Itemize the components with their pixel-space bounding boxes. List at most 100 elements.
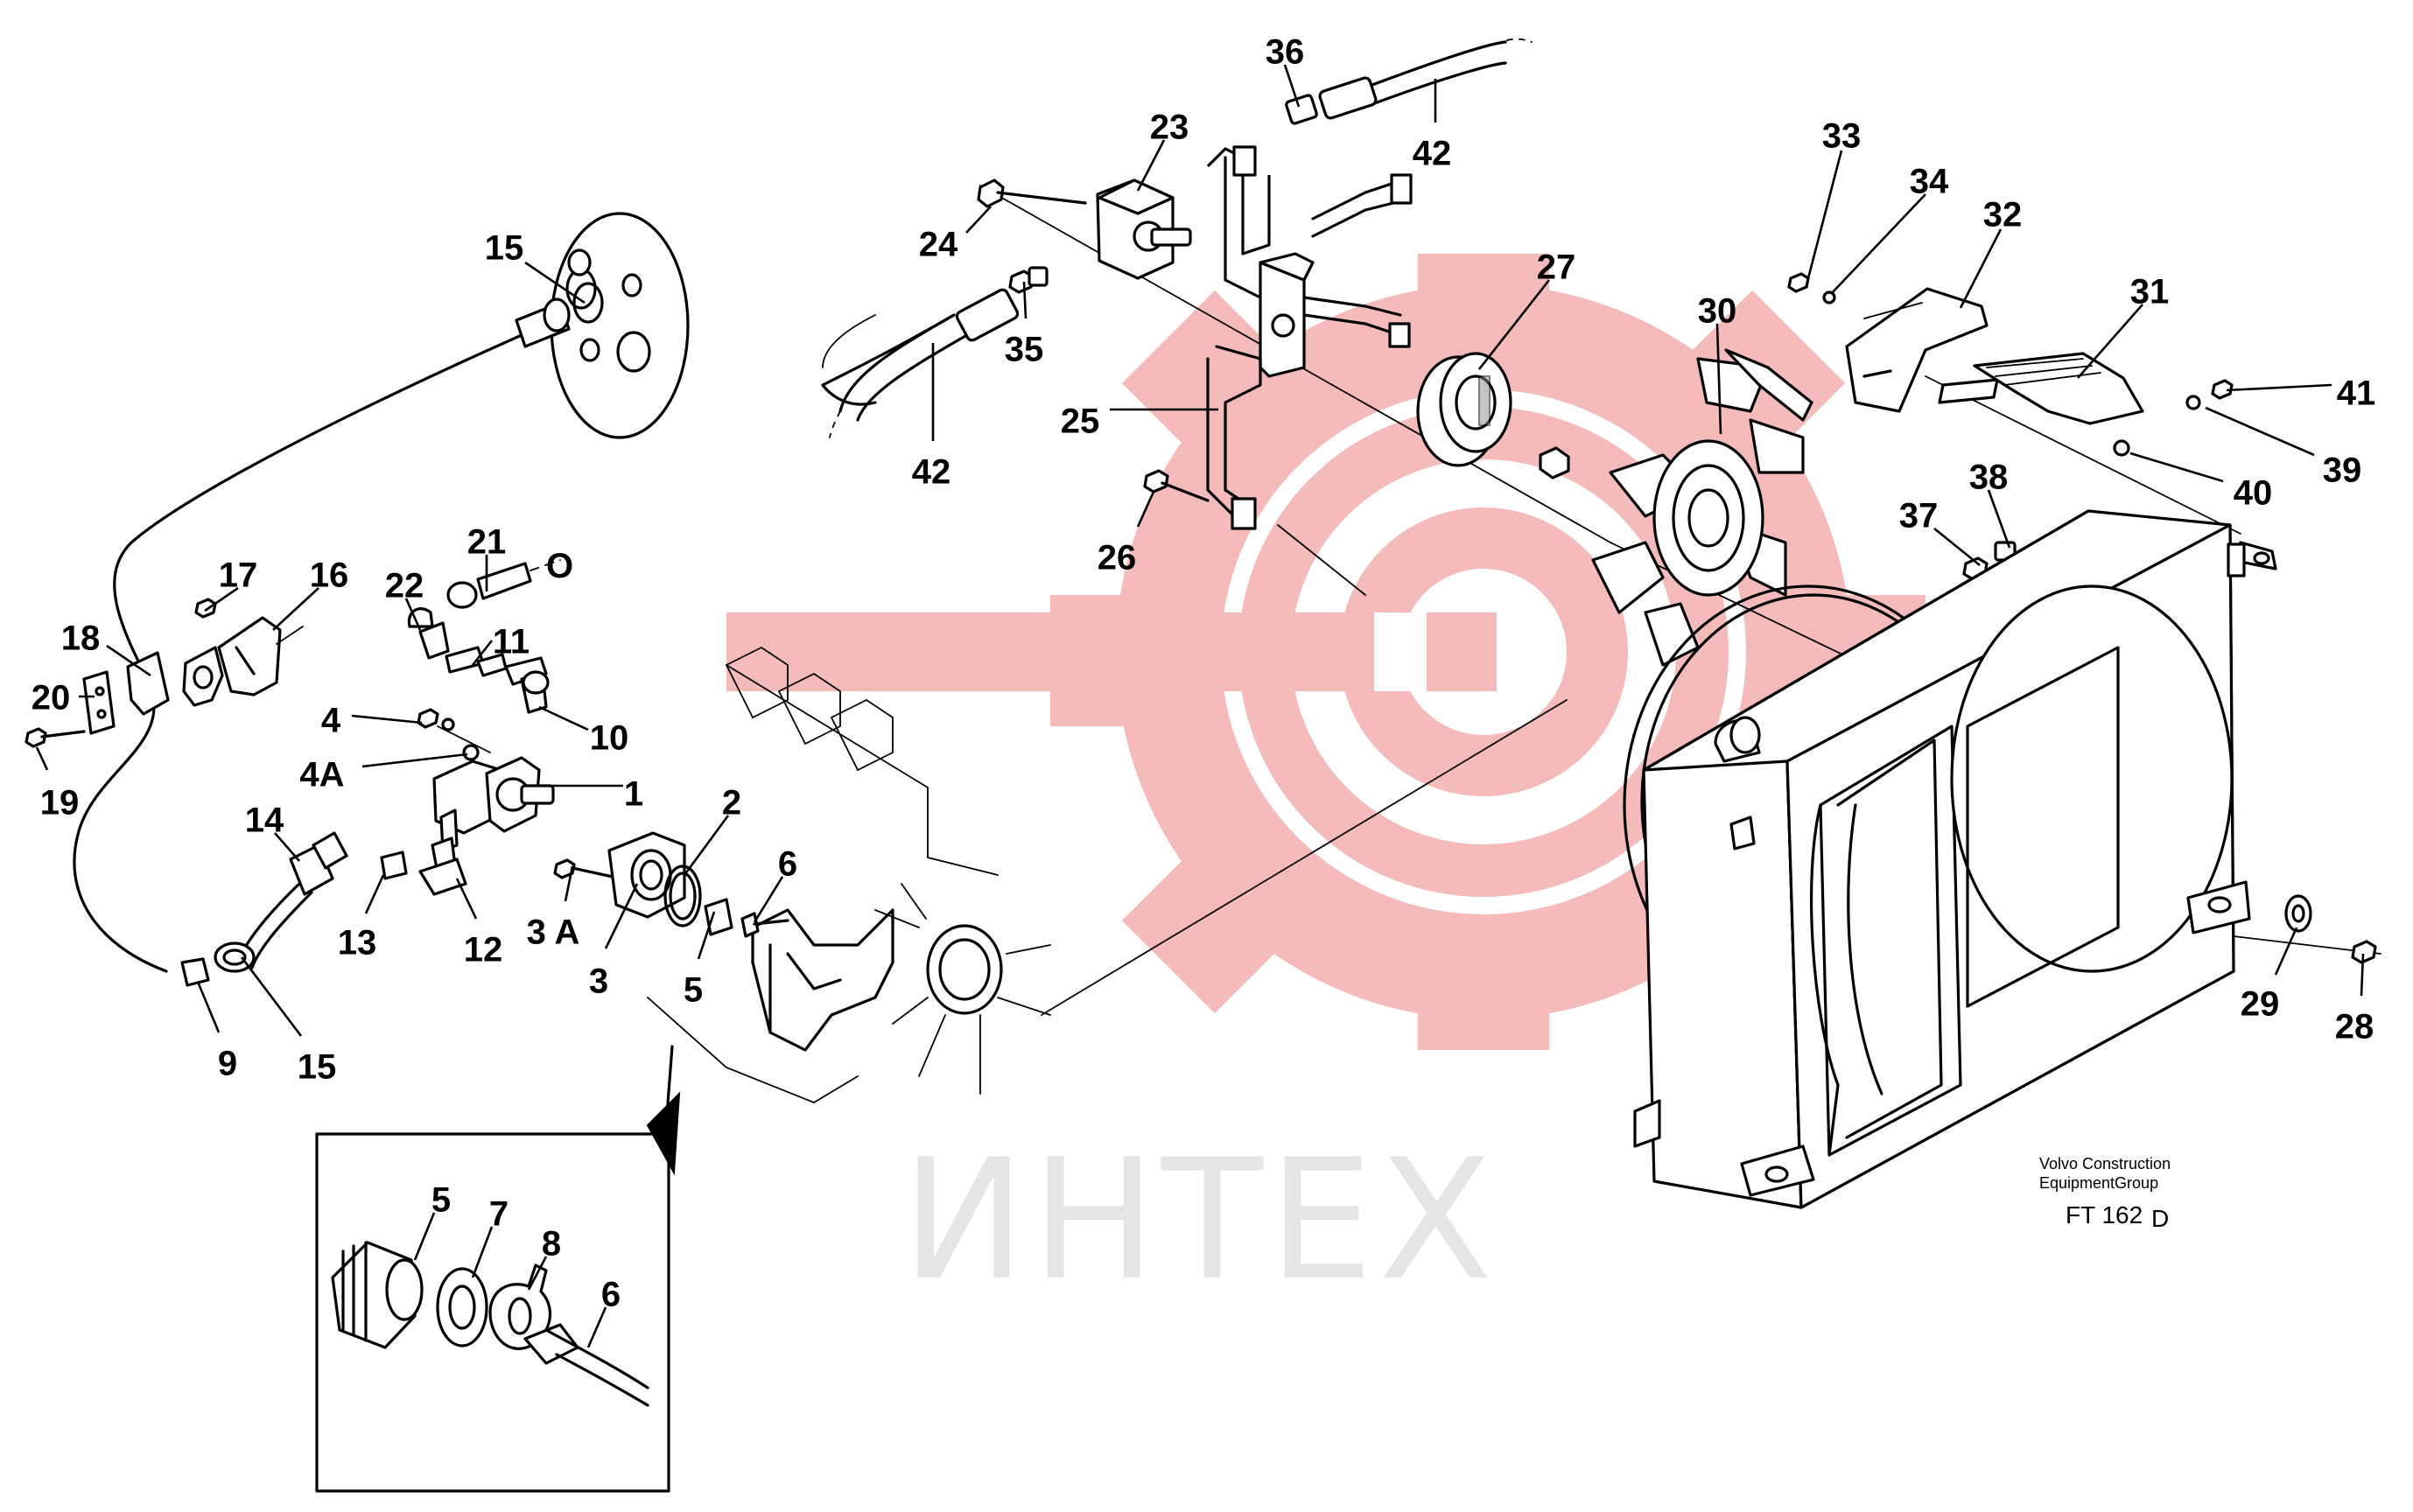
callout-c24: 24 xyxy=(919,226,958,264)
callout-c16: 16 xyxy=(310,556,349,595)
callout-c31: 31 xyxy=(2130,273,2170,312)
leader-line-c3a xyxy=(564,865,574,902)
leader-line-c7 xyxy=(471,1226,494,1278)
engine-outline xyxy=(647,646,1051,1104)
hydraulic-motor-assembly xyxy=(977,145,1413,530)
callout-c4: 4 xyxy=(321,702,341,740)
publisher-line-2: EquipmentGroup xyxy=(2039,1174,2158,1192)
leader-line-c37 xyxy=(1933,527,1981,567)
fan-hub-assembly xyxy=(1416,348,1813,667)
callout-c5b: 5 xyxy=(431,1181,451,1220)
callout-c36: 36 xyxy=(1266,33,1305,72)
figure-suffix: D xyxy=(2151,1205,2169,1232)
leader-line-c28 xyxy=(2360,953,2365,997)
leader-line-c2 xyxy=(683,815,730,876)
leader-line-c29 xyxy=(2274,927,2298,976)
leader-line-c11 xyxy=(471,640,494,666)
leader-line-c8 xyxy=(527,1256,548,1291)
leader-line-c32 xyxy=(1959,228,2003,309)
callout-c4a: 4A xyxy=(299,756,344,794)
leader-line-c18 xyxy=(106,644,151,677)
callout-c22: 22 xyxy=(385,567,424,606)
leader-line-c5a xyxy=(697,911,716,960)
callout-c40: 40 xyxy=(2234,474,2273,513)
left-fittings xyxy=(25,212,789,987)
callout-c17: 17 xyxy=(219,556,258,595)
callout-c25: 25 xyxy=(1061,402,1100,441)
leader-line-c22 xyxy=(404,598,422,631)
leader-line-c41 xyxy=(2226,383,2332,392)
callout-c2: 2 xyxy=(722,784,741,822)
callout-c39: 39 xyxy=(2323,452,2362,490)
callout-c14: 14 xyxy=(245,802,284,840)
callout-c11: 11 xyxy=(493,623,530,662)
callout-c6b: 6 xyxy=(601,1276,621,1314)
callout-c10: 10 xyxy=(590,719,629,758)
leader-line-c26 xyxy=(1136,491,1155,528)
leader-line-c23 xyxy=(1136,139,1166,192)
callout-c5a: 5 xyxy=(684,971,703,1010)
callout-c42a: 42 xyxy=(1413,135,1452,173)
callout-c29: 29 xyxy=(2241,985,2280,1024)
callout-c23: 23 xyxy=(1150,108,1189,147)
top-hose xyxy=(1285,38,1533,125)
left-hose xyxy=(829,288,1020,438)
callout-c33: 33 xyxy=(1822,117,1862,156)
leader-line-c15b xyxy=(240,956,303,1037)
callout-c12: 12 xyxy=(464,931,503,970)
callout-c15b: 15 xyxy=(298,1048,337,1087)
callout-c6a: 6 xyxy=(778,845,797,884)
callout-c3: 3 xyxy=(589,962,608,1001)
callout-c30: 30 xyxy=(1698,292,1737,331)
figure-code: FT 162 xyxy=(2066,1201,2143,1228)
leader-line-c36 xyxy=(1283,64,1301,108)
leader-line-c6a xyxy=(753,876,784,923)
callout-c3a: 3 A xyxy=(527,914,580,952)
leader-line-c31 xyxy=(2077,304,2143,379)
callout-c13: 13 xyxy=(338,924,377,962)
callout-c20: 20 xyxy=(32,679,71,718)
leader-line-c19 xyxy=(35,746,49,771)
callout-c7: 7 xyxy=(489,1195,509,1234)
detail-inset xyxy=(315,1045,681,1493)
leader-line-c3 xyxy=(604,883,639,949)
leader-line-c6b xyxy=(586,1306,607,1348)
callout-c27: 27 xyxy=(1537,248,1576,287)
callout-c18: 18 xyxy=(61,620,101,658)
leader-line-c33 xyxy=(1806,150,1843,279)
leader-line-c27 xyxy=(1477,279,1551,370)
leader-line-c13 xyxy=(364,874,385,914)
leader-line-c34 xyxy=(1830,193,1926,295)
leader-line-c40 xyxy=(2129,452,2224,483)
callout-c38: 38 xyxy=(1969,458,2009,497)
callout-c9: 9 xyxy=(218,1045,237,1083)
leader-line-c30 xyxy=(1715,323,1722,435)
publisher-line-1: Volvo Construction xyxy=(2039,1155,2171,1172)
callout-c42b: 42 xyxy=(912,453,951,492)
leader-line-c5b xyxy=(413,1212,436,1261)
callout-c21: 21 xyxy=(467,523,507,562)
leader-line-c12 xyxy=(455,878,478,920)
leader-line-c35 xyxy=(1022,281,1028,319)
callout-c28: 28 xyxy=(2335,1008,2374,1046)
guard-plates xyxy=(1787,272,2234,581)
callout-c32: 32 xyxy=(1983,196,2023,234)
callout-c1: 1 xyxy=(624,775,643,814)
callout-c8: 8 xyxy=(542,1225,561,1264)
leader-line-c17 xyxy=(204,586,239,612)
leader-line-c4a xyxy=(361,752,468,768)
callout-c15a: 15 xyxy=(485,229,524,268)
leader-line-c9 xyxy=(196,981,221,1033)
leader-line-c39 xyxy=(2205,406,2315,457)
leader-line-c14 xyxy=(274,832,300,862)
leader-line-c15a xyxy=(524,261,586,304)
watermark-text: ИНТЕХ xyxy=(901,1124,1498,1317)
callout-c26: 26 xyxy=(1098,539,1137,578)
leader-line-c24 xyxy=(965,206,992,234)
callout-c19: 19 xyxy=(40,784,80,822)
leader-line-c10 xyxy=(538,705,589,732)
callout-c41: 41 xyxy=(2337,374,2376,413)
leader-line-c38 xyxy=(1987,489,2011,549)
